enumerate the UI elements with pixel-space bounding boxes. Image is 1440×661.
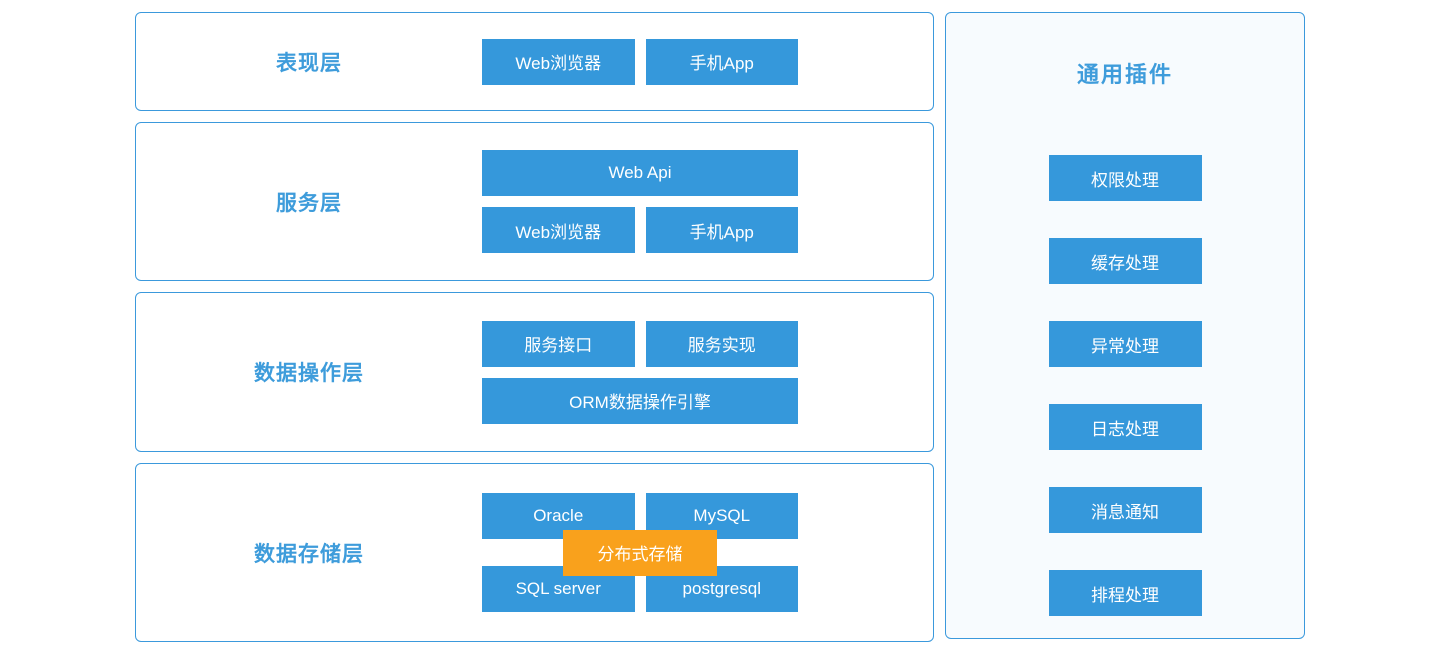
plugin-item-cache: 缓存处理 [1048,238,1202,285]
node-service-interface: 服务接口 [482,320,635,367]
layer-title-service: 服务层 [276,191,342,215]
node-distributed-storage: 分布式存储 [563,529,717,576]
node-orm-engine: ORM数据操作引擎 [482,377,798,424]
node-web-browser: Web浏览器 [482,207,635,253]
node-web-api: Web Api [482,150,798,196]
node-row: Web浏览器 手机App [482,207,798,253]
node-oracle: Oracle [482,493,635,539]
architecture-layer-stack: 表现层 Web浏览器 手机App 服务层 Web Api Web浏览器 手机Ap… [135,12,934,642]
node-postgresql: postgresql [645,566,798,612]
layer-content-service: Web Api Web浏览器 手机App [482,150,798,253]
node-service-implementation: 服务实现 [645,320,798,367]
plugin-item-exception: 异常处理 [1048,321,1202,368]
layer-content-presentation: Web浏览器 手机App [482,38,798,85]
node-row: 服务接口 服务实现 [482,320,798,367]
plugin-panel: 通用插件 权限处理 缓存处理 异常处理 日志处理 消息通知 排程处理 [945,12,1305,639]
plugin-item-schedule: 排程处理 [1048,570,1202,617]
layer-title-data-storage: 数据存储层 [254,542,364,566]
plugin-panel-title: 通用插件 [1076,62,1173,87]
node-web-browser: Web浏览器 [482,38,635,85]
layer-title-data-operation: 数据操作层 [254,362,364,385]
node-mobile-app: 手机App [645,207,798,253]
node-row: Web Api [482,150,798,196]
node-sql-server: SQL server [482,566,635,612]
layer-title-presentation: 表现层 [276,51,342,75]
plugin-item-log: 日志处理 [1048,404,1202,451]
node-row: ORM数据操作引擎 [482,377,798,424]
node-row: Web浏览器 手机App [482,38,798,85]
layer-box-data-storage: 数据存储层 Oracle MySQL SQL server postgresql… [135,463,934,642]
layer-content-data-operation: 服务接口 服务实现 ORM数据操作引擎 [482,320,798,424]
plugin-item-permission: 权限处理 [1048,155,1202,202]
layer-content-data-storage: Oracle MySQL SQL server postgresql 分布式存储 [482,493,798,612]
node-row: SQL server postgresql [482,566,798,612]
node-mobile-app: 手机App [645,38,798,85]
layer-box-service: 服务层 Web Api Web浏览器 手机App [135,122,934,281]
plugin-item-notification: 消息通知 [1048,487,1202,534]
layer-box-data-operation: 数据操作层 服务接口 服务实现 ORM数据操作引擎 [135,292,934,452]
layer-box-presentation: 表现层 Web浏览器 手机App [135,12,934,111]
